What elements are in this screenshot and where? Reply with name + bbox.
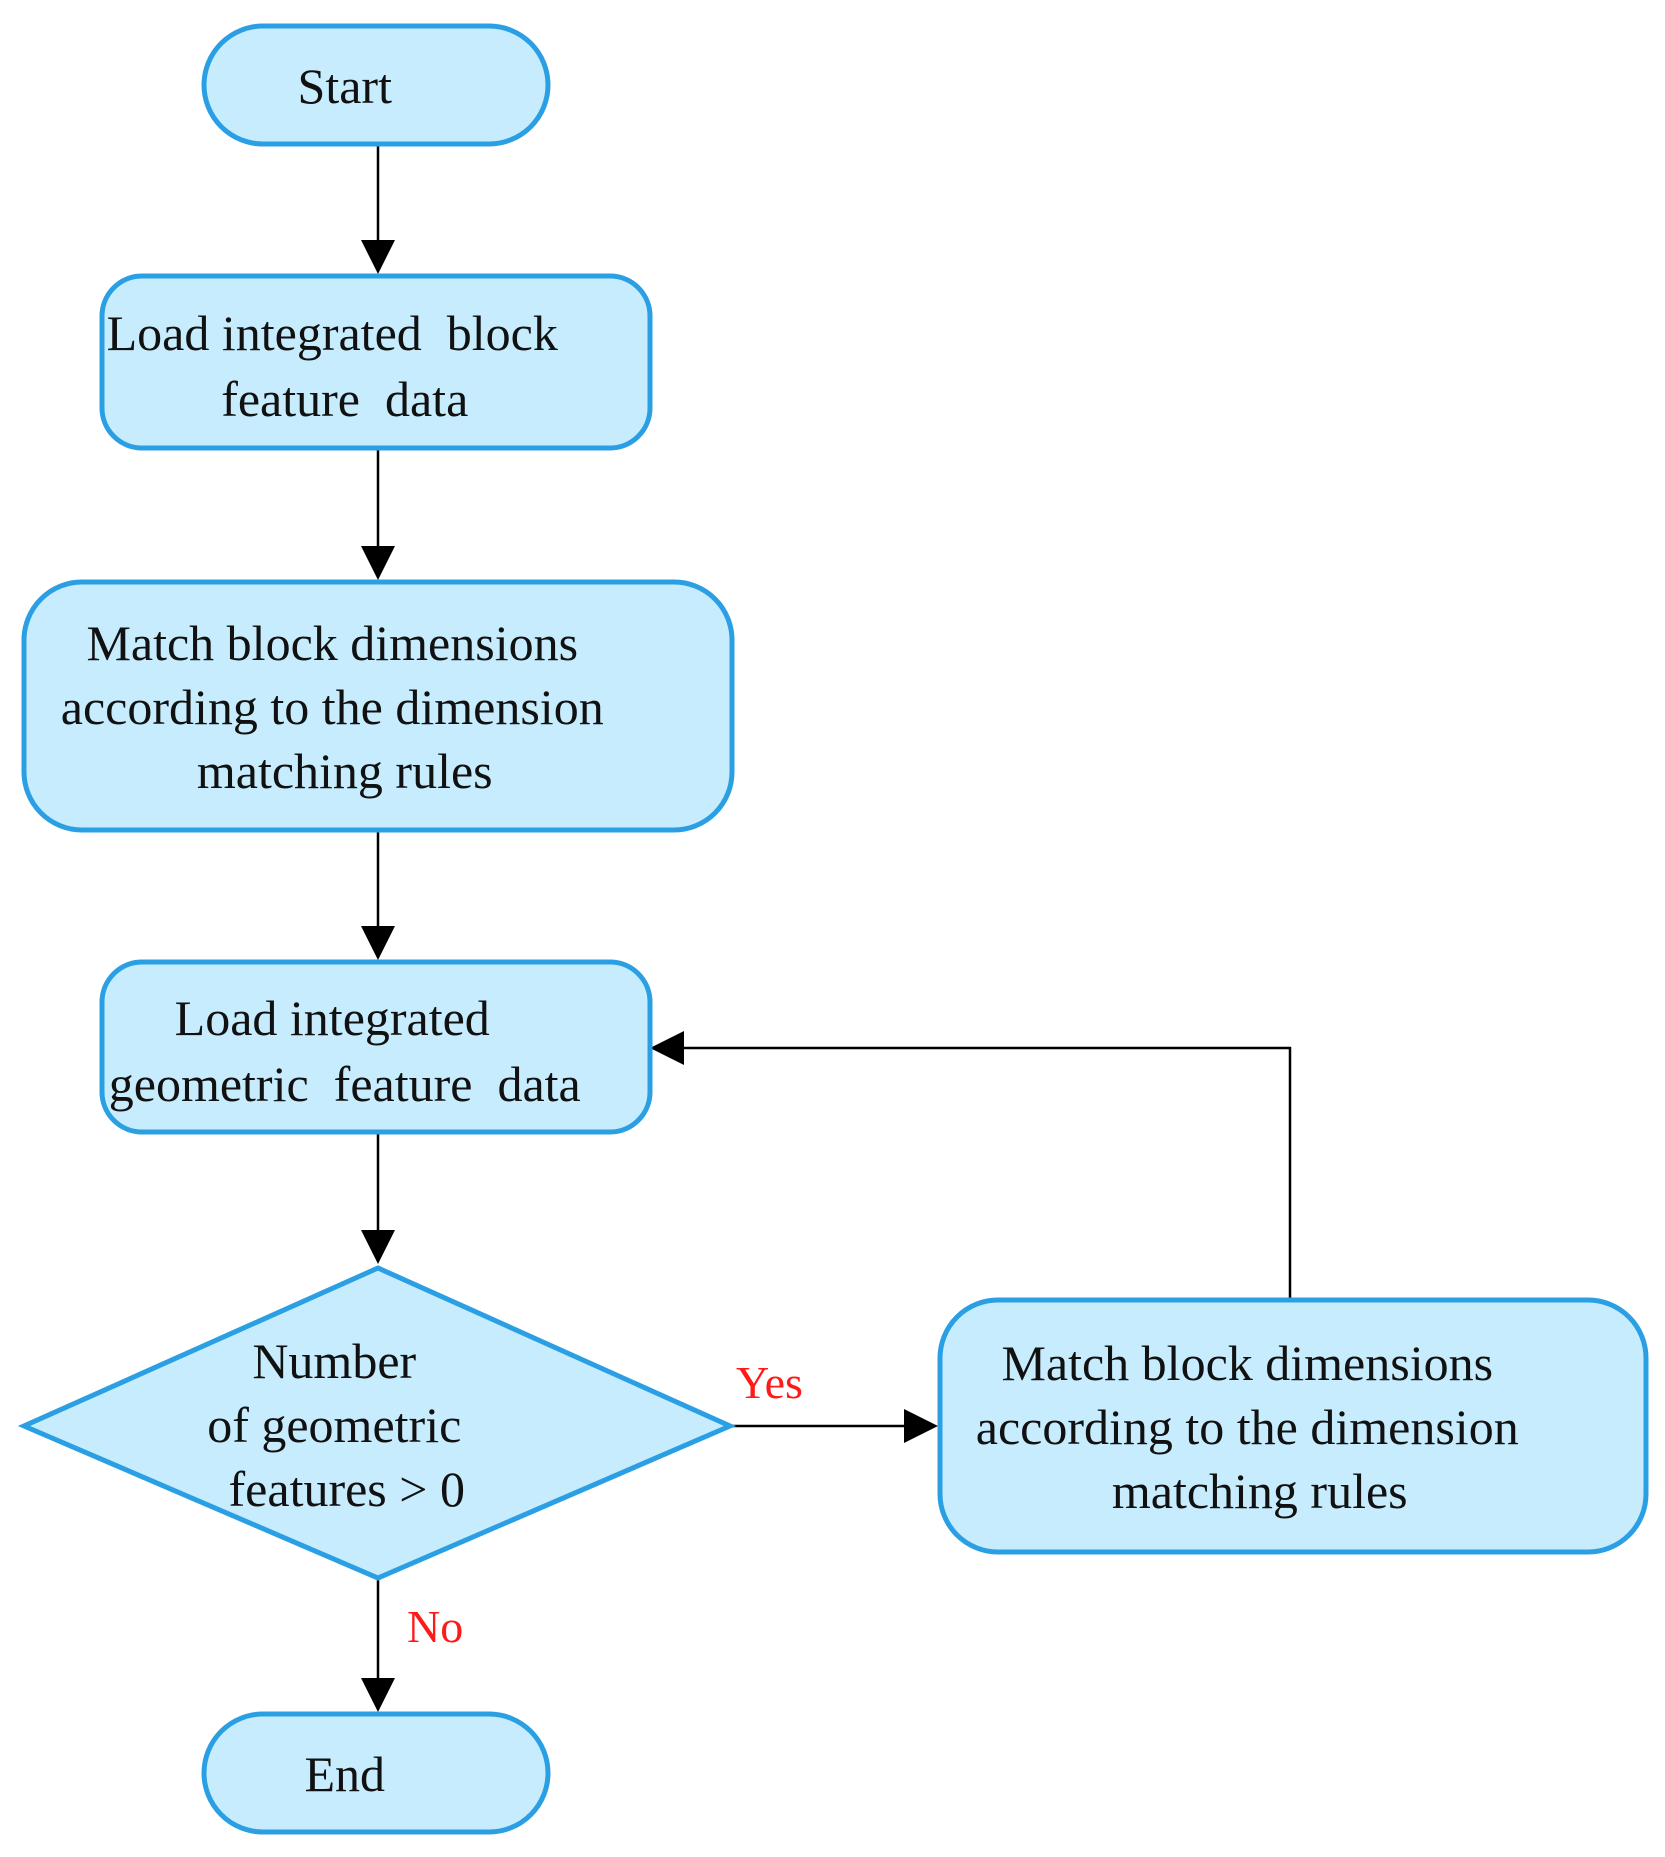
decision-line-2: of geometric [207,1397,461,1453]
load-geometric-process-shape [99,959,653,1135]
node-decision: Number of geometric features > 0 [17,1265,737,1581]
arrowhead-decision-to-end [361,1678,395,1712]
node-match-block-1: Match block dimensions according to the … [21,579,735,833]
match-block-2-process-shape [937,1297,1649,1555]
match-block-1-line-3: matching rules [197,743,493,799]
edges [361,146,1292,1712]
load-geometric-line-2: geometric feature data [109,1056,581,1112]
load-geometric-line-1: Load integrated [175,990,490,1046]
match-block-1-line-1: Match block dimensions [86,615,578,671]
svg-text:Match block dimensions a: Match block dimensions according to the … [976,1335,1606,1519]
load-block-line-2: feature data [221,371,468,427]
end-terminal-shape [201,1711,551,1835]
no-label: No [407,1601,463,1652]
match-block-2-line-3: matching rules [1112,1463,1408,1519]
decision-line-1: Number [252,1333,416,1389]
svg-text:Number of geometric: Number of geometric features > 0 [207,1333,549,1517]
arrowhead-load-block-to-match-1 [361,546,395,580]
yes-label: Yes [736,1357,803,1408]
node-match-block-2: Match block dimensions according to the … [937,1297,1649,1555]
start-terminal-shape [201,23,551,147]
node-load-block: Load integrated block feature data [99,273,653,451]
node-load-geometric: Load integrated geometric feature data [99,959,653,1135]
svg-text:Start: Start [298,58,455,114]
load-block-line-1: Load integrated block [107,305,558,361]
start-label: Start [298,58,393,114]
match-block-1-process-shape [21,579,735,833]
node-end: End [201,1711,551,1835]
arrowhead-load-geometric-to-decision [361,1230,395,1264]
arrowhead-match-2-to-load-geometric [650,1031,684,1065]
svg-text:Load integrated block f: Load integrated block feature data [107,305,646,427]
svg-text:Load integrated geometri: Load integrated geometric feature data [109,990,643,1112]
svg-text:Match block dimensions a: Match block dimensions according to the … [61,615,691,799]
match-block-2-line-2: according to the dimension [976,1399,1519,1455]
svg-text:End: End [304,1746,447,1802]
end-label: End [304,1746,385,1802]
arrowhead-match-1-to-load-geometric [361,926,395,960]
match-block-1-line-2: according to the dimension [61,679,604,735]
decision-line-3: features > 0 [229,1461,465,1517]
load-block-process-shape [99,273,653,451]
node-start: Start [201,23,551,147]
arrow-match-2-to-load-geometric [682,1046,1292,1298]
arrowhead-start-to-load-block [361,240,395,274]
match-block-2-line-1: Match block dimensions [1001,1335,1493,1391]
decision-diamond-shape [17,1265,737,1581]
arrowhead-decision-to-match-2 [904,1409,938,1443]
